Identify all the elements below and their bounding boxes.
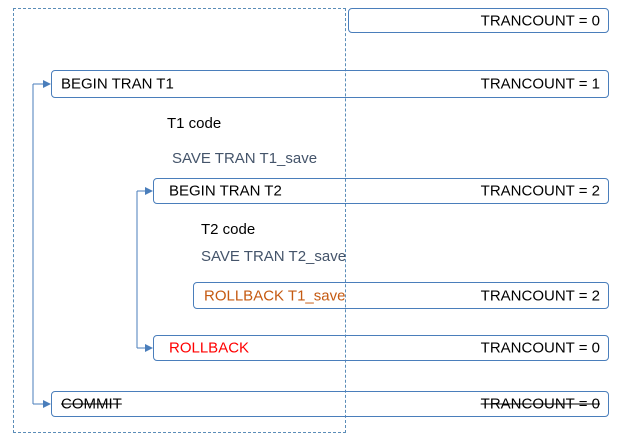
t1-code-text: T1 code <box>167 115 222 132</box>
initial-state-box: TRANCOUNT = 0 <box>348 8 609 33</box>
commit-trancount: TRANCOUNT = 0 <box>480 395 600 413</box>
rollback-trancount: TRANCOUNT = 0 <box>480 339 600 357</box>
transaction-scope-frame <box>13 8 346 433</box>
rollback-t1-save-box: ROLLBACK T1_save TRANCOUNT = 2 <box>193 282 609 309</box>
rollback-label: ROLLBACK <box>169 339 250 357</box>
begin-tran-t2-trancount: TRANCOUNT = 2 <box>480 182 600 200</box>
begin-tran-t1-trancount: TRANCOUNT = 1 <box>480 75 600 93</box>
rollback-t1-save-label: ROLLBACK T1_save <box>204 287 346 304</box>
rollback-t1-save-trancount: TRANCOUNT = 2 <box>480 287 600 304</box>
begin-tran-t1-label: BEGIN TRAN T1 <box>61 75 174 93</box>
save-tran-t2-text: SAVE TRAN T2_save <box>201 248 347 265</box>
rollback-box: ROLLBACK TRANCOUNT = 0 <box>153 335 609 361</box>
begin-tran-t1-box: BEGIN TRAN T1 TRANCOUNT = 1 <box>51 70 609 98</box>
commit-box: COMMIT TRANCOUNT = 0 <box>51 391 609 417</box>
initial-trancount: TRANCOUNT = 0 <box>480 12 600 29</box>
begin-tran-t2-label: BEGIN TRAN T2 <box>169 182 282 200</box>
begin-tran-t2-box: BEGIN TRAN T2 TRANCOUNT = 2 <box>153 178 609 204</box>
commit-label: COMMIT <box>61 395 122 413</box>
save-tran-t1-text: SAVE TRAN T1_save <box>172 150 318 167</box>
t2-code-text: T2 code <box>201 221 256 238</box>
